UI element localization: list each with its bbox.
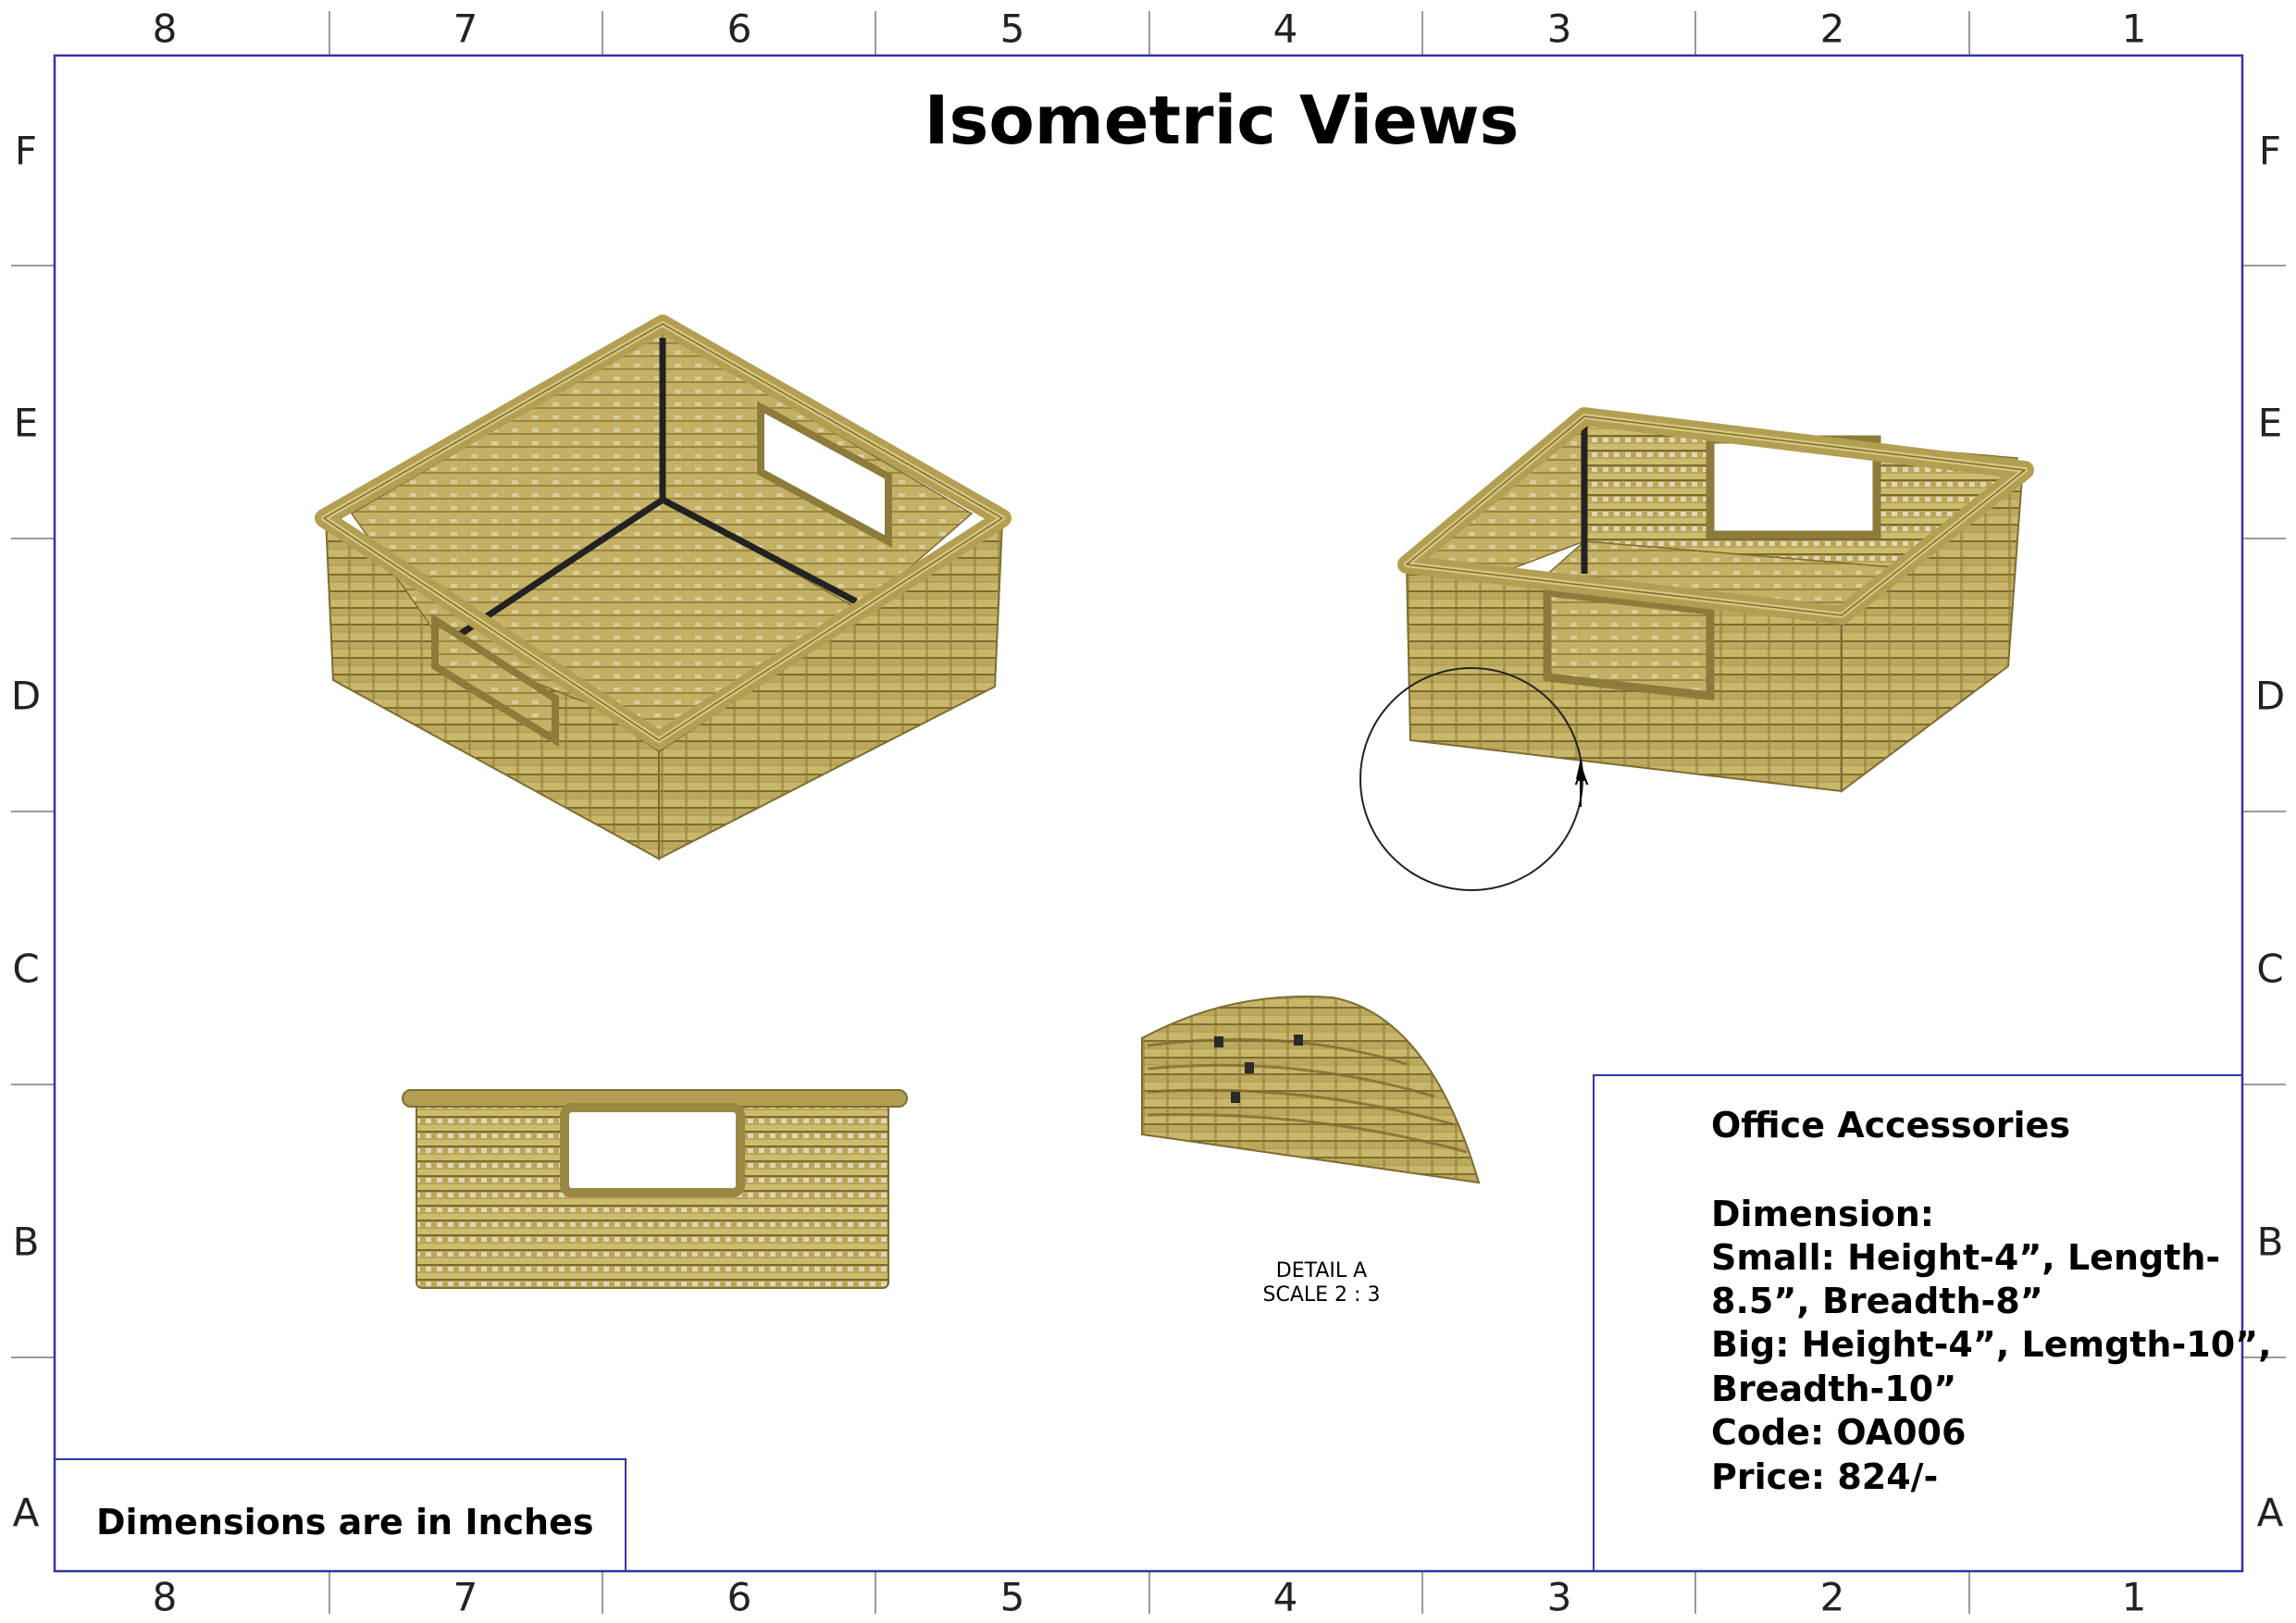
basket-2-front-handle [1543,587,1715,701]
zone-col-label: 5 [1000,6,1025,52]
units-note-box [54,1458,627,1572]
zone-col-label: 1 [2122,6,2147,52]
zone-labels-bottom: 8 7 6 5 4 3 2 1 [153,1575,2147,1620]
title-block-line: Small: Height-4”, Length- [1711,1237,2220,1278]
zone-row-label: E [2258,401,2283,446]
zone-col-label: 7 [453,1575,478,1620]
isometric-view-basket-2 [1397,407,2034,793]
zone-col-label: 7 [453,6,478,52]
zone-row-label: B [2257,1220,2284,1265]
title-block-box [1593,1074,2243,1572]
detail-view-a-title: DETAIL A [1276,1259,1367,1282]
title-block-line: 8.5”, Breadth-8” [1711,1281,2043,1321]
zone-row-label: B [13,1220,40,1265]
zone-row-label: A [13,1491,40,1536]
zone-row-label: C [2256,947,2283,992]
zone-col-label: 2 [1820,1575,1845,1620]
title-block-line: Code: OA006 [1711,1412,1966,1453]
zone-col-label: 3 [1547,1575,1572,1620]
zone-col-label: 1 [2122,1575,2147,1620]
detail-callout-a: A [1359,667,1589,891]
detail-view-a: DETAIL A SCALE 2 : 3 [1141,995,1481,1307]
zone-row-label: F [2259,129,2281,174]
zone-col-label: 8 [153,1575,178,1620]
zone-labels-right: F E D C B A [2255,129,2285,1536]
zone-col-label: 3 [1547,6,1572,52]
zone-row-label: D [2255,674,2285,719]
front-view-handle [560,1103,745,1197]
zone-row-label: A [2257,1491,2284,1536]
zone-col-label: 4 [1273,1575,1298,1620]
title-block-line: Breadth-10” [1711,1369,1956,1409]
zone-col-label: 5 [1000,1575,1025,1620]
zone-col-label: 6 [727,1575,752,1620]
zone-ticks [11,11,2286,1614]
zone-col-label: 4 [1273,6,1298,52]
front-view-basket [402,1089,908,1289]
zone-col-label: 8 [153,6,178,52]
zone-labels-left: F E D C B A [11,129,41,1536]
detail-callout-label: A [1574,767,1588,790]
sheet-title: Isometric Views [925,81,1520,159]
title-block-company: Office Accessories [1711,1105,2070,1146]
zone-col-label: 6 [727,6,752,52]
title-block-line: Dimension: [1711,1194,1934,1234]
zone-labels-top: 8 7 6 5 4 3 2 1 [153,6,2147,52]
zone-row-label: E [14,401,39,446]
zone-row-label: D [11,674,41,719]
sheet-border [53,54,2244,1573]
zone-col-label: 2 [1820,6,1845,52]
detail-view-a-scale: SCALE 2 : 3 [1263,1283,1381,1307]
basket-1-handle-left [431,613,559,748]
title-block-line: Big: Height-4”, Lemgth-10”, [1711,1324,2272,1365]
title-block-line: Price: 824/- [1711,1456,1938,1497]
units-note-text: Dimensions are in Inches [96,1502,594,1542]
zone-row-label: C [12,947,39,992]
basket-1-handle-right [757,401,892,548]
zone-row-label: F [15,129,37,174]
isometric-view-basket-1 [315,315,1011,861]
